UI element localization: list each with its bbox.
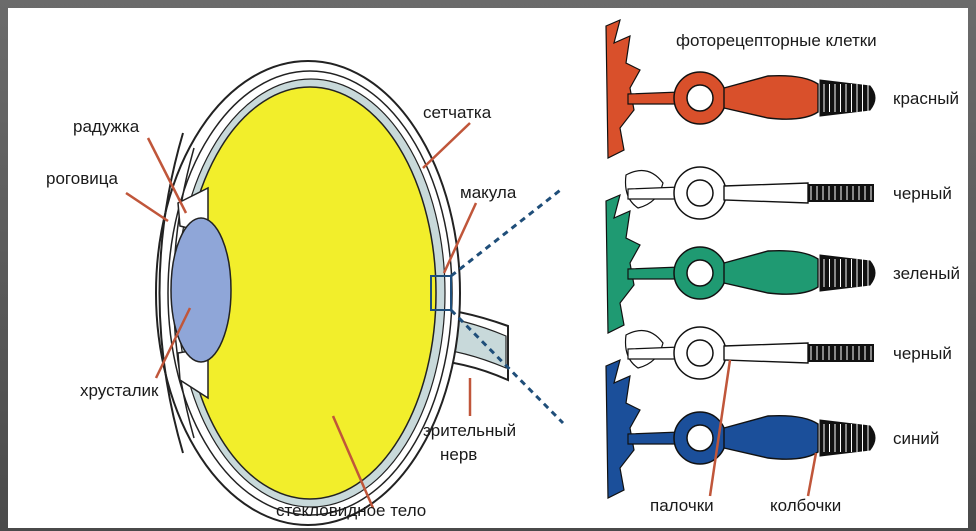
cell-inner-segment: [724, 251, 818, 294]
cell-cone-2: зеленый: [606, 195, 960, 333]
cell-axon: [628, 92, 680, 104]
cell-axon: [628, 432, 680, 444]
cell-label-0: красный: [893, 89, 959, 108]
cone-outer: [820, 255, 875, 291]
cone-outer: [820, 420, 875, 456]
cell-label-2: зеленый: [893, 264, 960, 283]
label-retina: сетчатка: [423, 103, 492, 122]
pointer-cornea: [126, 193, 168, 221]
cell-label-1: черный: [893, 184, 952, 203]
label-optic-nerve-2: нерв: [440, 445, 477, 464]
cell-nucleus: [687, 180, 713, 206]
cell-axon: [628, 267, 680, 279]
cell-nucleus: [687, 85, 713, 111]
cell-inner-segment: [724, 183, 808, 203]
label-rods: палочки: [650, 496, 714, 515]
cell-cone-4: синий: [606, 360, 939, 498]
cell-inner-segment: [724, 416, 818, 459]
cone-outer-segment: [820, 255, 875, 291]
label-iris: радужка: [73, 117, 140, 136]
cell-label-3: черный: [893, 344, 952, 363]
pointer-retina: [423, 123, 470, 168]
cell-nucleus: [687, 425, 713, 451]
cell-axon: [628, 347, 680, 359]
label-macula: макула: [460, 183, 517, 202]
diagram-svg: радужка роговица хрусталик сетчатка маку…: [8, 8, 968, 528]
rod-outer-segment: [808, 344, 874, 362]
label-vitreous: стекловидное тело: [276, 501, 426, 520]
cell-axon: [628, 187, 680, 199]
photoreceptor-cells: красный черный зеленый черный синий: [606, 20, 960, 498]
diagram-canvas: радужка роговица хрусталик сетчатка маку…: [8, 8, 968, 528]
cell-body: [606, 195, 640, 333]
cell-rod-3: черный: [626, 327, 952, 379]
label-cornea: роговица: [46, 169, 118, 188]
photoreceptors-title: фоторецепторные клетки: [676, 31, 877, 50]
label-optic-nerve-1: зрительный: [423, 421, 516, 440]
cell-body: [606, 20, 640, 158]
cell-nucleus: [687, 260, 713, 286]
cell-body: [606, 360, 640, 498]
label-lens: хрусталик: [80, 381, 159, 400]
cell-label-4: синий: [893, 429, 939, 448]
cone-outer-segment: [820, 420, 875, 456]
rod-outer-segment: [808, 184, 874, 202]
lens: [171, 218, 231, 362]
cell-inner-segment: [724, 343, 808, 363]
pointer-cones: [808, 453, 816, 496]
cone-outer-segment: [820, 80, 875, 116]
cell-nucleus: [687, 340, 713, 366]
cell-inner-segment: [724, 76, 818, 119]
label-cones: колбочки: [770, 496, 841, 515]
cone-outer: [820, 80, 875, 116]
cell-rod-1: черный: [626, 167, 952, 219]
